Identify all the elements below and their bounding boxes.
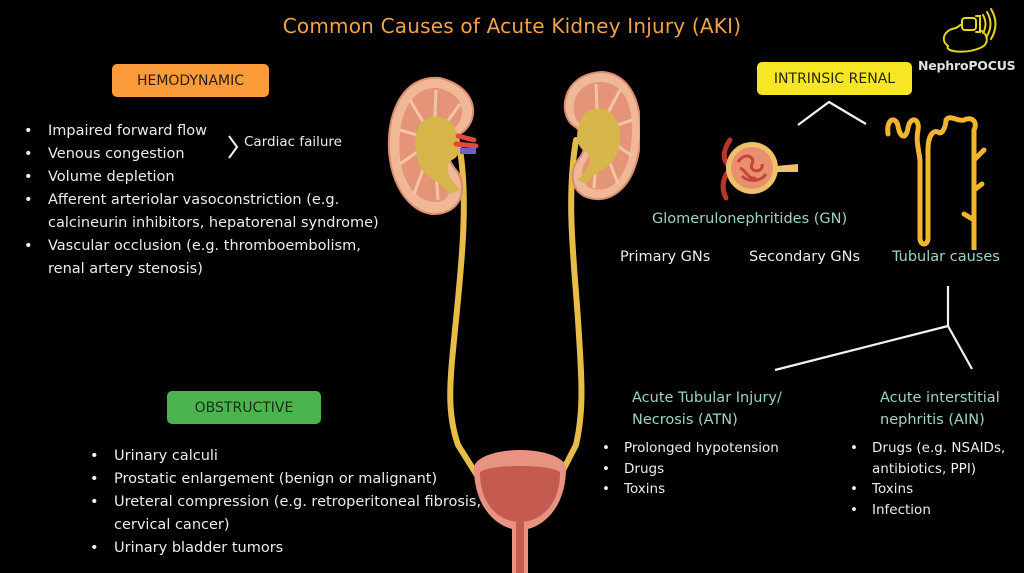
list-item: Prostatic enlargement (benign or maligna… — [86, 468, 486, 491]
atn-label-line1: Acute Tubular Injury/ — [632, 390, 782, 406]
ain-label-line2: nephritis (AIN) — [880, 412, 985, 428]
list-item: Toxins — [846, 479, 1024, 500]
cardiac-failure-note: Cardiac failure — [244, 134, 342, 150]
obstructive-list: Urinary calculi Prostatic enlargement (b… — [86, 445, 486, 560]
list-item: Drugs — [598, 459, 828, 480]
list-item: Toxins — [598, 479, 828, 500]
hemodynamic-badge: HEMODYNAMIC — [112, 64, 269, 97]
ain-list: Drugs (e.g. NSAIDs, antibiotics, PPI) To… — [846, 438, 1024, 520]
list-item: Infection — [846, 500, 1024, 521]
tubular-causes-label: Tubular causes — [892, 249, 1000, 265]
primary-gn-label: Primary GNs — [620, 249, 711, 265]
left-kidney — [387, 76, 479, 215]
intrinsic-renal-label: INTRINSIC RENAL — [773, 70, 896, 87]
list-item: Drugs (e.g. NSAIDs, antibiotics, PPI) — [846, 438, 1024, 479]
list-item: Impaired forward flow — [20, 120, 380, 143]
atn-list: Prolonged hypotension Drugs Toxins — [598, 438, 828, 500]
atn-label-line2: Necrosis (ATN) — [632, 412, 738, 428]
bracket-icon — [228, 135, 239, 159]
list-item: Urinary bladder tumors — [86, 537, 486, 560]
right-kidney — [563, 70, 640, 201]
list-item: Venous congestion — [20, 143, 380, 166]
hemodynamic-list: Impaired forward flow Venous congestion … — [20, 120, 380, 281]
obstructive-badge: OBSTRUCTIVE — [167, 391, 321, 424]
atn-label: Acute Tubular Injury/ Necrosis (ATN) — [632, 387, 782, 431]
bladder-icon — [474, 450, 566, 573]
nephron-tubule-icon — [885, 115, 987, 250]
gn-label: Glomerulonephritides (GN) — [652, 211, 848, 227]
ultrasound-probe-icon — [942, 8, 997, 53]
logo — [918, 4, 1018, 64]
ain-label-line1: Acute interstitial — [880, 390, 1000, 406]
list-item: Prolonged hypotension — [598, 438, 828, 459]
logo-text: NephroPOCUS — [918, 58, 1016, 73]
list-item: Volume depletion — [20, 166, 380, 189]
list-item: Afferent arteriolar vasoconstriction (e.… — [20, 189, 380, 235]
obstructive-label: OBSTRUCTIVE — [194, 399, 294, 416]
list-item: Vascular occlusion (e.g. thromboembolism… — [20, 235, 380, 281]
glomerulus-icon — [720, 137, 798, 201]
page-title: Common Causes of Acute Kidney Injury (AK… — [282, 14, 742, 38]
list-item: Urinary calculi — [86, 445, 486, 468]
list-item: Ureteral compression (e.g. retroperitone… — [86, 491, 486, 537]
secondary-gn-label: Secondary GNs — [749, 249, 861, 265]
ain-label: Acute interstitial nephritis (AIN) — [880, 387, 1000, 431]
intrinsic-renal-badge: INTRINSIC RENAL — [757, 62, 912, 95]
kidney-icon — [387, 70, 640, 573]
hemodynamic-label: HEMODYNAMIC — [136, 72, 245, 89]
